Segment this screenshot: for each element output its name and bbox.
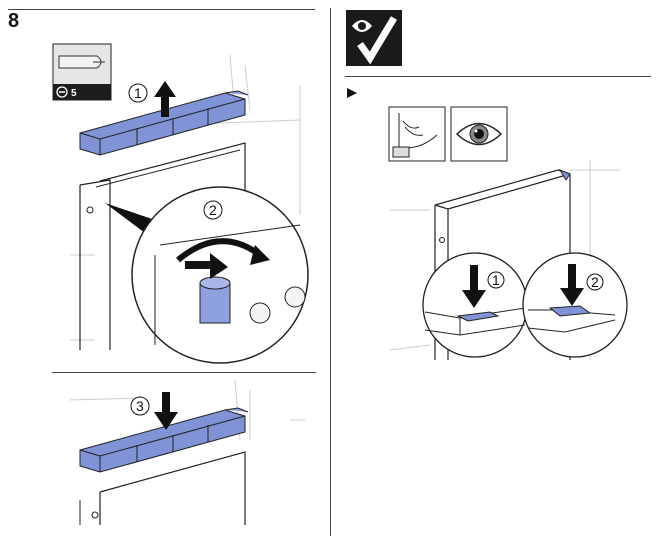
illustration-install-cover: 3	[69, 379, 305, 525]
illustration-remove-cover: 1 2	[70, 54, 309, 364]
left-lower-divider	[52, 372, 316, 373]
screwdriver-icon	[58, 55, 105, 69]
check-callout-1: 1	[492, 272, 500, 288]
eye-icon	[450, 106, 508, 162]
step-number: 8	[8, 10, 20, 32]
column-divider	[330, 8, 331, 536]
arrow-down-icon	[154, 392, 178, 430]
illustration-check-cover: 1 2	[389, 160, 628, 360]
play-arrow-icon	[347, 88, 357, 98]
minus-circle-icon	[56, 86, 68, 98]
blue-cover-top	[79, 90, 249, 156]
tool-label: 5	[71, 88, 77, 99]
callout-2: 2	[209, 202, 217, 218]
check-magnifier-2: 2	[522, 252, 628, 358]
right-divider	[345, 76, 651, 77]
callout-1: 1	[134, 85, 142, 101]
detail-magnifier	[131, 186, 309, 364]
check-callout-2: 2	[591, 274, 599, 290]
eye-check-icon	[346, 10, 402, 66]
tool-box: 5	[52, 43, 112, 101]
splash-icon	[388, 106, 446, 162]
check-magnifier-1: 1	[422, 252, 528, 358]
top-divider-left	[8, 9, 315, 10]
callout-3: 3	[136, 398, 144, 414]
blue-cover-bottom	[79, 407, 249, 473]
arrow-up-icon	[154, 81, 176, 117]
